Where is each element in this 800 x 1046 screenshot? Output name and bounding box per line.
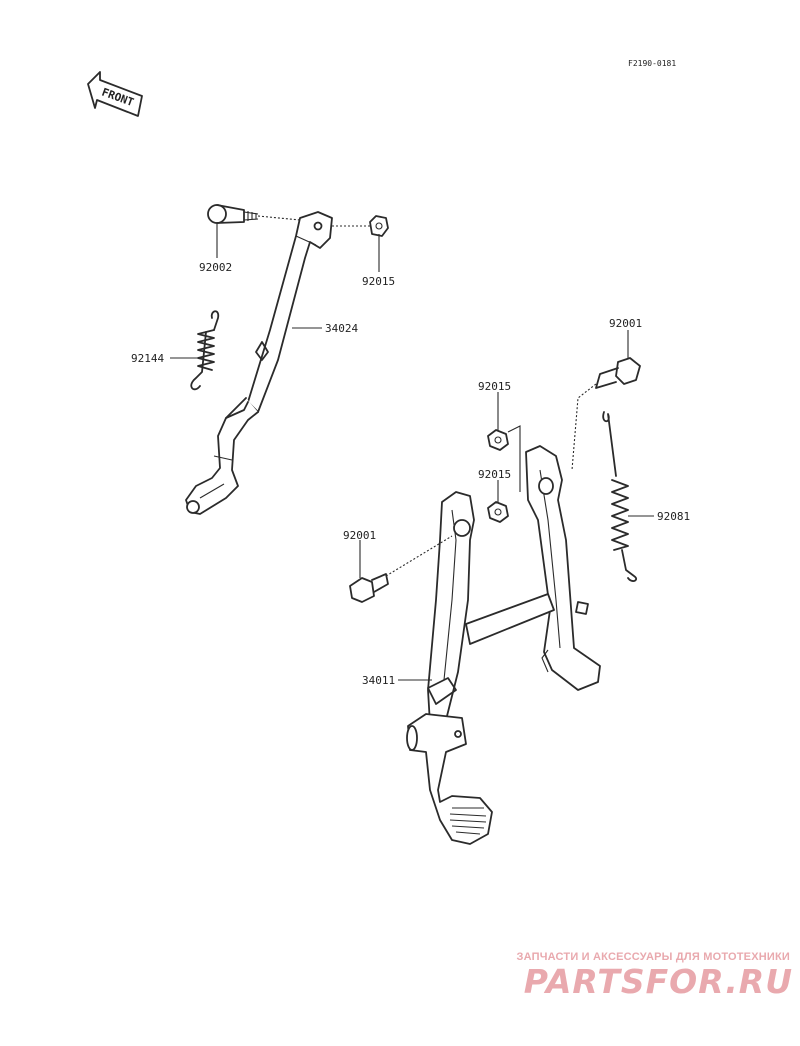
watermark-logo: PARTSFOR.RU	[523, 962, 793, 1001]
leader-lines	[170, 223, 654, 681]
label-92015-top: 92015	[362, 275, 395, 288]
label-92002: 92002	[199, 261, 232, 274]
label-34024: 34024	[325, 322, 358, 335]
spring-92081-icon	[602, 411, 638, 582]
label-92001-right: 92001	[609, 317, 642, 330]
nut-92015-mid-icon	[487, 425, 521, 492]
label-92144: 92144	[131, 352, 164, 365]
nut-92015-low-icon	[487, 501, 509, 523]
label-92081: 92081	[657, 510, 690, 523]
side-stand	[185, 204, 389, 515]
bolt-92002-icon	[207, 204, 301, 224]
label-92001-left: 92001	[343, 529, 376, 542]
center-stand	[349, 357, 641, 845]
label-92015-mid: 92015	[478, 380, 511, 393]
diagram-code: F2190-0181	[628, 59, 676, 68]
label-92015-low: 92015	[478, 468, 511, 481]
spring-92144-icon	[190, 310, 220, 391]
label-34011: 34011	[362, 674, 395, 687]
watermark-tagline: ЗАПЧАСТИ И АКСЕССУАРЫ ДЛЯ МОТОТЕХНИКИ	[516, 951, 790, 963]
bolt-92001-right-icon	[571, 357, 641, 471]
nut-92015-top-icon	[332, 215, 389, 237]
front-arrow-icon: FRONT	[87, 71, 143, 117]
bolt-92001-left-icon	[349, 535, 453, 603]
